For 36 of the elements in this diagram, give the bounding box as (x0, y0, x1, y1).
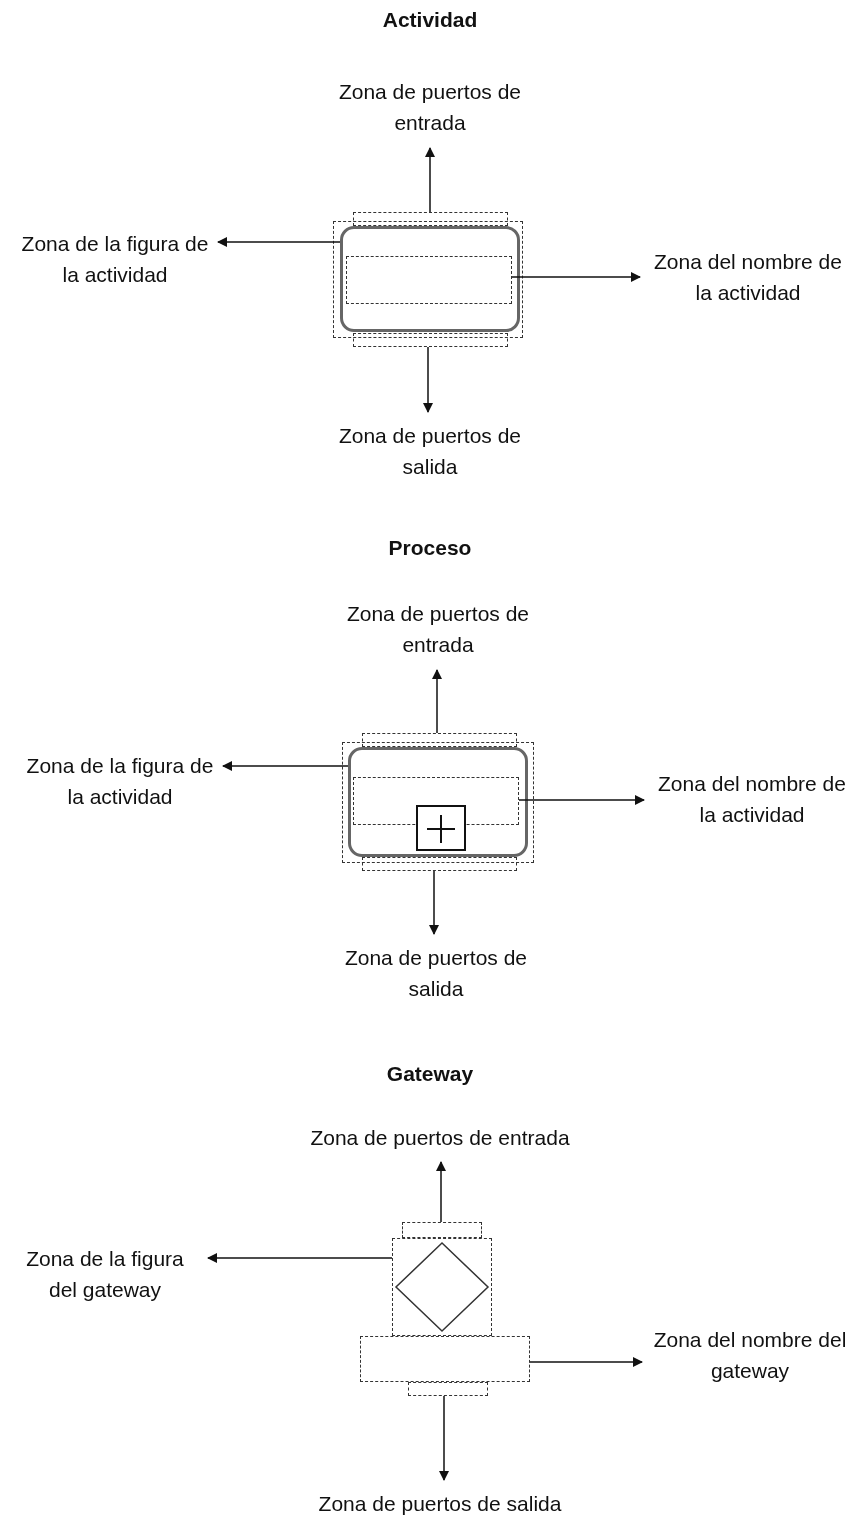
activity-shape (348, 747, 528, 857)
dashed-zone (346, 256, 512, 304)
section-title: Actividad (381, 8, 479, 32)
dashed-zone (362, 857, 517, 871)
arrow (423, 346, 433, 413)
dashed-zone (402, 1222, 482, 1238)
dashed-zone (353, 212, 508, 226)
arrow (425, 147, 435, 213)
zone-label: Zona de puertos de entrada (338, 598, 538, 662)
zone-label: Zona del nombre de la actividad (648, 246, 848, 310)
zone-label: Zona de puertos de salida (330, 420, 530, 484)
section-title: Proceso (387, 536, 473, 560)
zone-label: Zona de la figura del gateway (10, 1243, 200, 1307)
arrow (511, 272, 641, 282)
dashed-zone (353, 333, 508, 347)
arrow (439, 1395, 449, 1481)
zone-label: Zona del nombre del gateway (650, 1324, 850, 1388)
zone-label: Zona de puertos de salida (336, 942, 536, 1006)
arrow (436, 1161, 446, 1223)
section-title: Gateway (385, 1062, 475, 1086)
arrow (222, 761, 349, 771)
arrow (217, 237, 341, 247)
zone-label: Zona del nombre de la actividad (652, 768, 852, 832)
arrow (429, 870, 439, 935)
zone-label: Zona de puertos de entrada (330, 76, 530, 140)
arrow (518, 795, 645, 805)
dashed-zone (408, 1382, 488, 1396)
arrow (432, 669, 442, 734)
dashed-zone (362, 733, 517, 747)
dashed-zone (360, 1336, 530, 1382)
zone-label: Zona de puertos de salida (272, 1488, 608, 1520)
zone-label: Zona de puertos de entrada (262, 1122, 618, 1154)
arrow (207, 1253, 393, 1263)
zone-label: Zona de la figura de la actividad (20, 228, 210, 292)
zone-label: Zona de la figura de la actividad (25, 750, 215, 814)
arrow (529, 1357, 643, 1367)
